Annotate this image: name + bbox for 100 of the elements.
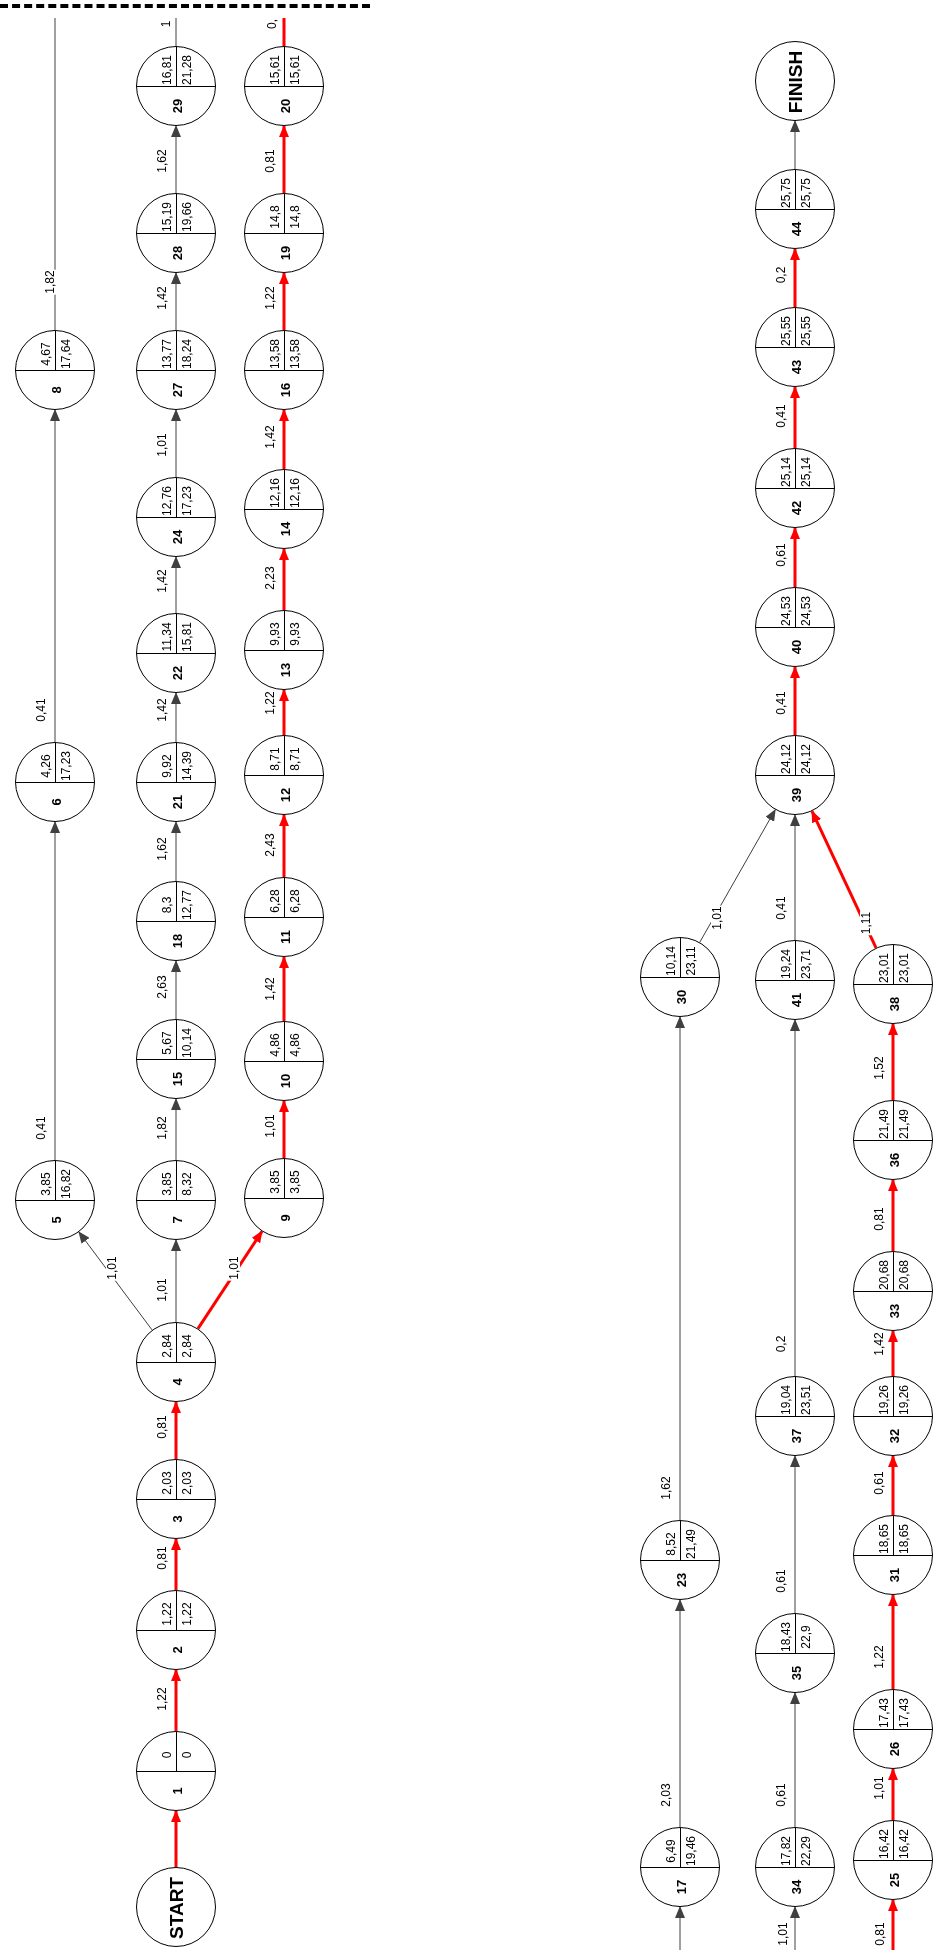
arrow bbox=[279, 814, 289, 877]
event-number: 10 bbox=[278, 1073, 292, 1089]
event-number: 21 bbox=[170, 794, 184, 810]
arrow bbox=[279, 689, 289, 735]
event-number: 12 bbox=[278, 787, 292, 803]
edge-label: 1,42 bbox=[264, 424, 276, 450]
edge-label: 1,01 bbox=[228, 1255, 240, 1281]
edge-label: 0,61 bbox=[775, 542, 787, 568]
edge-label: 1,42 bbox=[873, 1331, 885, 1357]
edge-label: 0,41 bbox=[775, 895, 787, 921]
late-time: 25,14 bbox=[800, 457, 812, 487]
early-time: 19,26 bbox=[878, 1385, 890, 1415]
edge-label: 1,62 bbox=[156, 836, 168, 862]
arrow bbox=[279, 1100, 289, 1158]
edge-label: 0,41 bbox=[35, 1115, 47, 1141]
arrow bbox=[171, 1538, 181, 1590]
late-time: 12,16 bbox=[289, 478, 301, 508]
edge-label: 0,41 bbox=[775, 403, 787, 429]
arrow bbox=[790, 386, 800, 448]
late-time: 8,32 bbox=[181, 1172, 193, 1196]
late-time: 24,12 bbox=[800, 744, 812, 774]
early-time: 8,3 bbox=[161, 896, 173, 914]
edge-label: 0,2 bbox=[775, 1334, 787, 1354]
late-time: 1,22 bbox=[181, 1602, 193, 1626]
event-number: 26 bbox=[887, 1741, 901, 1757]
edge-label: 0,61 bbox=[775, 1568, 787, 1594]
edge-label: 1,01 bbox=[777, 1921, 789, 1947]
early-time: 12,76 bbox=[161, 486, 173, 516]
late-time: 23,71 bbox=[800, 949, 812, 979]
early-time: 20,68 bbox=[878, 1260, 890, 1290]
early-time: 15,61 bbox=[269, 55, 281, 85]
edge-label: 0,61 bbox=[775, 1782, 787, 1808]
arrow bbox=[279, 272, 289, 330]
early-time: 23,01 bbox=[878, 953, 890, 983]
early-time: 8,52 bbox=[665, 1532, 677, 1556]
edge-label: 1,01 bbox=[156, 432, 168, 458]
event-number: 2 bbox=[170, 1646, 184, 1654]
arrow bbox=[171, 272, 181, 331]
edge-label: 1,11 bbox=[860, 910, 872, 936]
late-time: 23,11 bbox=[685, 946, 697, 976]
event-number: 38 bbox=[887, 996, 901, 1012]
event-number: 31 bbox=[887, 1567, 901, 1583]
event-number: 15 bbox=[170, 1071, 184, 1087]
late-time: 23,01 bbox=[898, 953, 910, 983]
early-time: 17,43 bbox=[878, 1698, 890, 1728]
early-time: 4,26 bbox=[40, 754, 52, 778]
early-time: 8,71 bbox=[269, 747, 281, 771]
arrow bbox=[790, 1455, 800, 1614]
edge-label: 1 bbox=[160, 19, 172, 29]
arrow bbox=[171, 1669, 181, 1731]
event-number: 28 bbox=[170, 245, 184, 261]
event-number: 42 bbox=[789, 500, 803, 516]
arrow bbox=[171, 821, 181, 882]
event-number: 9 bbox=[278, 1214, 292, 1222]
late-time: 16,82 bbox=[60, 1169, 72, 1199]
event-number: 40 bbox=[789, 639, 803, 655]
early-time: 9,93 bbox=[269, 622, 281, 646]
event-number: 25 bbox=[887, 1872, 901, 1888]
edge-label: 1,01 bbox=[873, 1775, 885, 1801]
event-number: 27 bbox=[170, 382, 184, 398]
arrow bbox=[279, 125, 289, 193]
arrow bbox=[888, 1330, 898, 1376]
late-time: 21,49 bbox=[685, 1529, 697, 1559]
arrow bbox=[171, 1239, 181, 1323]
early-time: 10,14 bbox=[665, 946, 677, 976]
edge-label: 1,01 bbox=[106, 1255, 118, 1281]
late-time: 19,46 bbox=[685, 1836, 697, 1866]
late-time: 14,39 bbox=[181, 751, 193, 781]
late-time: 18,65 bbox=[898, 1524, 910, 1554]
early-time: 24,12 bbox=[780, 744, 792, 774]
early-time: 18,43 bbox=[780, 1622, 792, 1652]
edge-label: 1,42 bbox=[264, 976, 276, 1002]
late-time: 19,26 bbox=[898, 1385, 910, 1415]
event-number: 23 bbox=[674, 1572, 688, 1588]
edge-label: 0, bbox=[266, 18, 278, 30]
arrow bbox=[279, 409, 289, 469]
arrow bbox=[171, 1810, 181, 1867]
event-number: 14 bbox=[278, 521, 292, 537]
edge-label: 0,81 bbox=[156, 1414, 168, 1440]
early-time: 13,58 bbox=[269, 339, 281, 369]
event-number: 16 bbox=[278, 382, 292, 398]
late-time: 15,61 bbox=[289, 55, 301, 85]
event-number: 36 bbox=[887, 1152, 901, 1168]
late-time: 24,53 bbox=[800, 596, 812, 626]
late-time: 8,71 bbox=[289, 747, 301, 771]
event-number: 18 bbox=[170, 933, 184, 949]
arrow bbox=[888, 1455, 898, 1515]
arrow bbox=[790, 527, 800, 587]
arrow bbox=[196, 1230, 264, 1330]
event-number: 20 bbox=[278, 98, 292, 114]
late-time: 22,9 bbox=[800, 1625, 812, 1649]
arrow bbox=[810, 810, 878, 949]
arrow bbox=[171, 125, 181, 194]
edge-label: 1,01 bbox=[156, 1277, 168, 1303]
late-time: 17,23 bbox=[181, 486, 193, 516]
late-time: 21,28 bbox=[181, 55, 193, 85]
edge-label: 1,22 bbox=[264, 690, 276, 716]
arrow bbox=[888, 1023, 898, 1100]
early-time: 5,67 bbox=[161, 1031, 173, 1055]
event-number: 11 bbox=[278, 930, 292, 944]
